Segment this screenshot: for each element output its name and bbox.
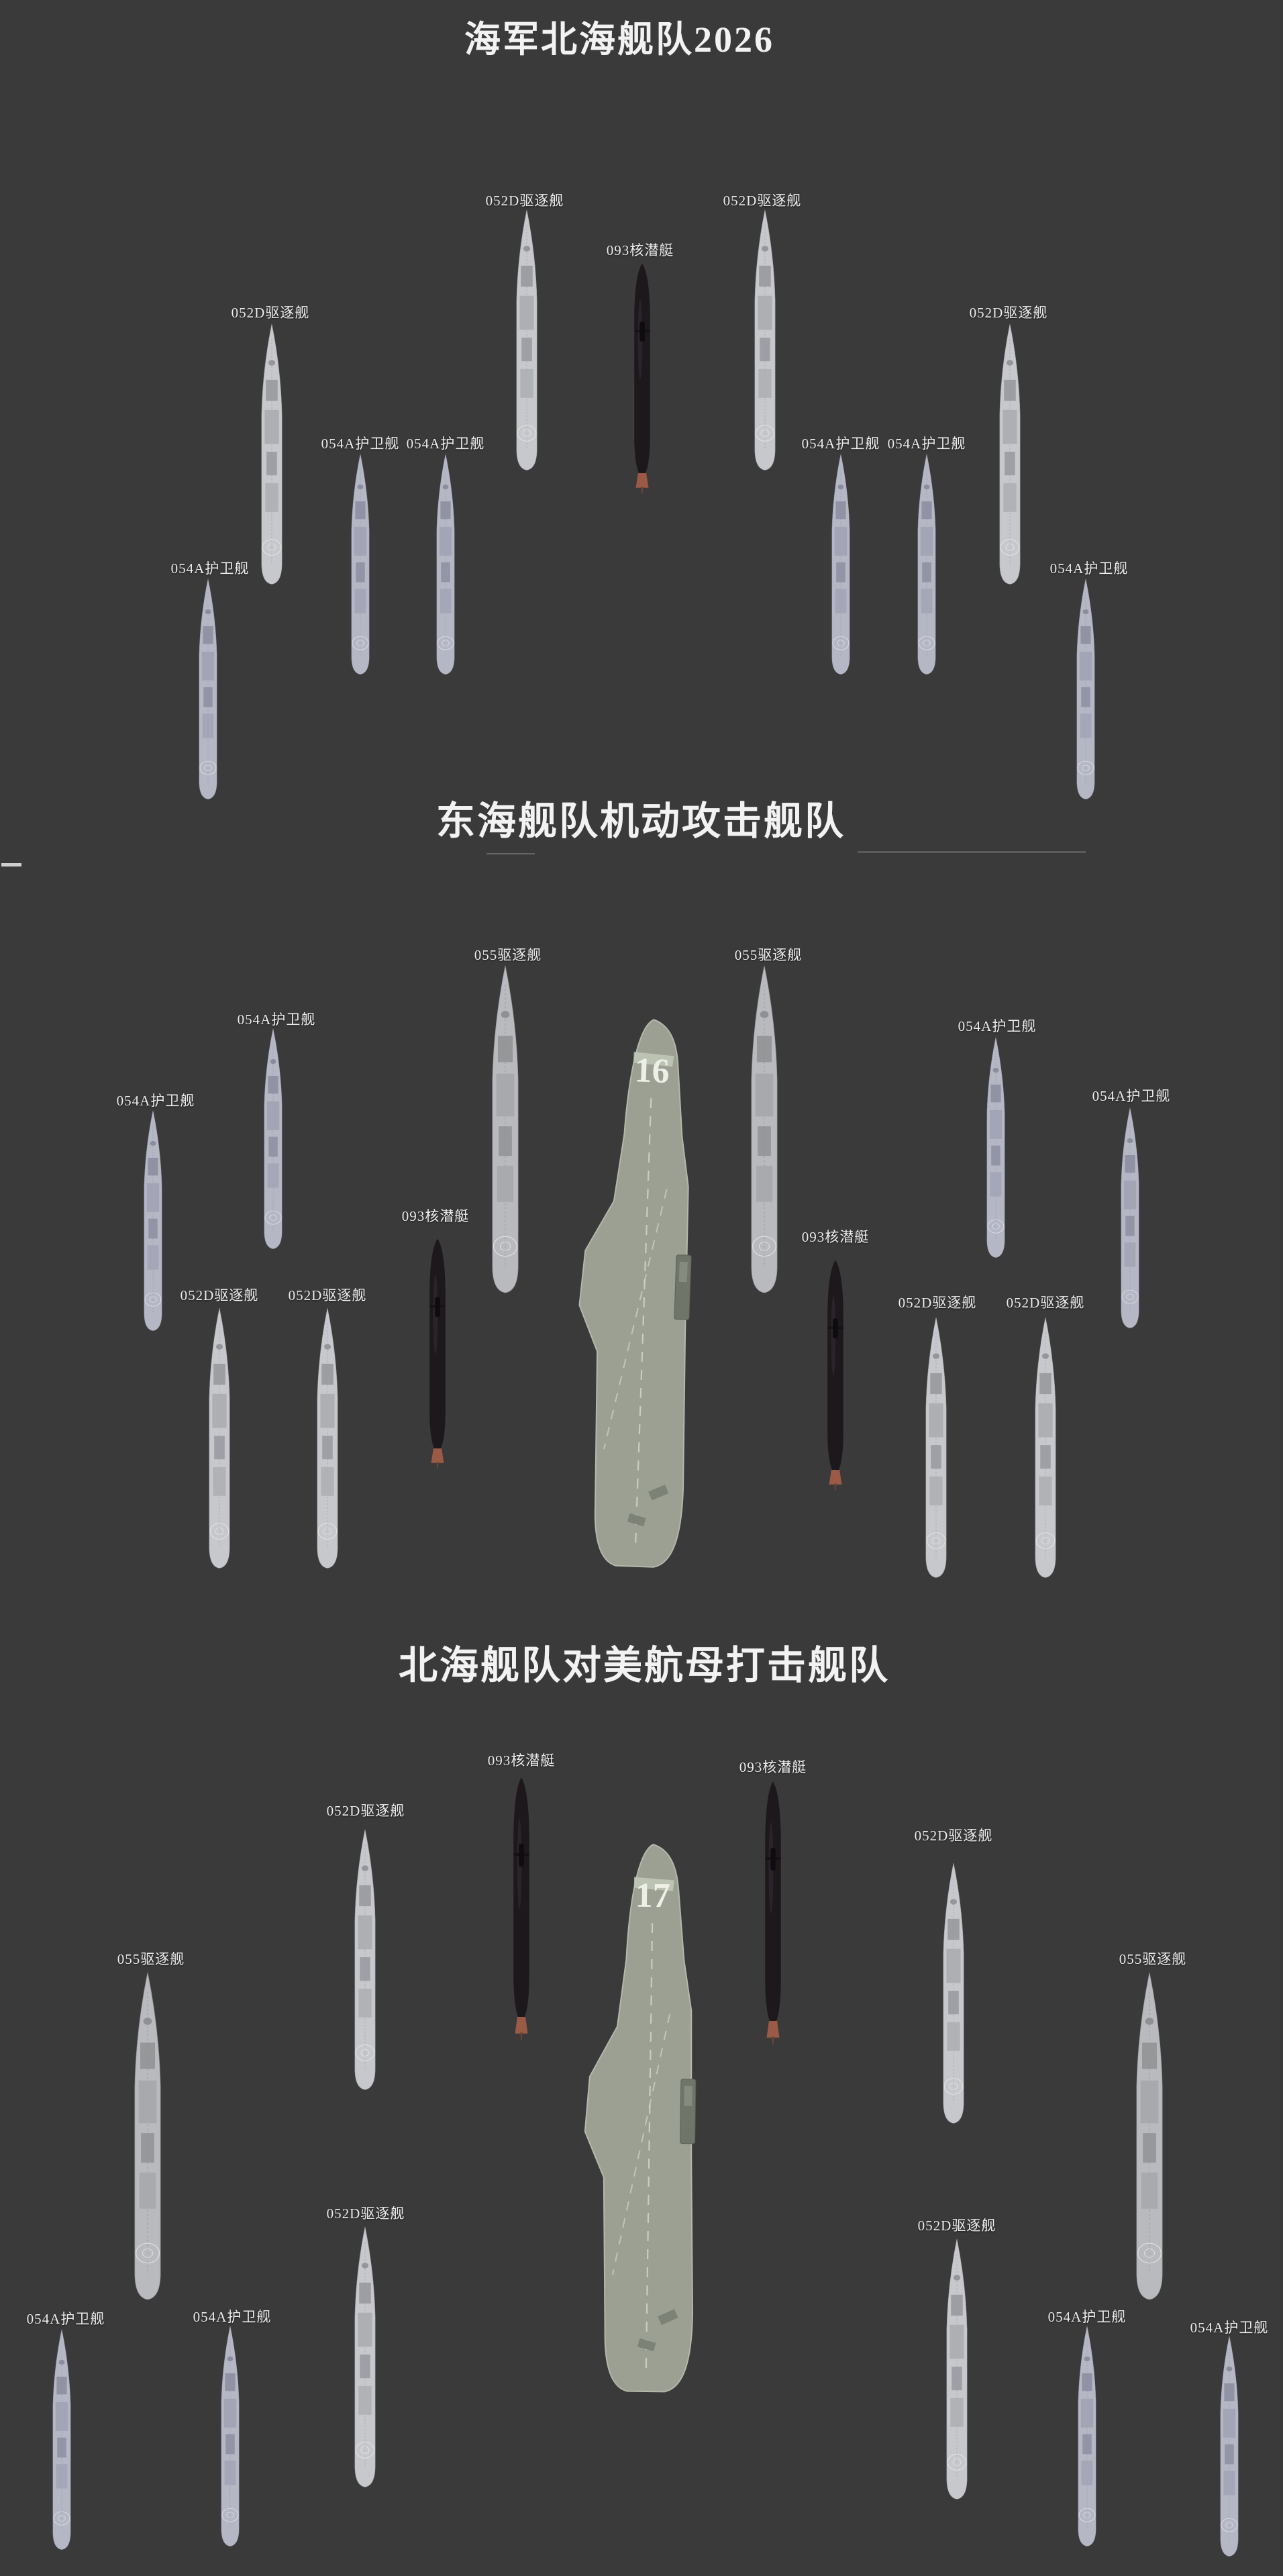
ship-054a-frigate bbox=[827, 454, 854, 675]
ship-label-052d: 052D驱逐舰 bbox=[914, 1828, 993, 1844]
ship-label-054a: 054A护卫舰 bbox=[406, 436, 485, 452]
ship-052d-destroyer bbox=[350, 2226, 380, 2488]
ship-054a-frigate bbox=[140, 1110, 166, 1332]
ship-054a-frigate bbox=[982, 1037, 1009, 1258]
ship-054a-frigate bbox=[195, 579, 221, 800]
ship-052d-destroyer bbox=[938, 1863, 969, 2124]
ship-label-052d: 052D驱逐舰 bbox=[288, 1287, 367, 1303]
ship-093-submarine bbox=[823, 1258, 848, 1493]
ship-054a-frigate bbox=[913, 454, 940, 675]
ship-label-054a: 054A护卫舰 bbox=[170, 560, 250, 577]
ship-093-submarine bbox=[629, 262, 655, 497]
ship-054a-frigate bbox=[217, 2326, 244, 2547]
ship-052d-destroyer bbox=[256, 324, 287, 585]
ship-label-054a: 054A护卫舰 bbox=[237, 1011, 316, 1028]
ship-055-destroyer bbox=[128, 1972, 167, 2301]
carrier-deck-number: 16 bbox=[634, 1051, 670, 1091]
ship-052d-destroyer bbox=[994, 324, 1025, 585]
ship-052d-destroyer bbox=[750, 209, 780, 471]
ship-label-055: 055驱逐舰 bbox=[474, 947, 542, 963]
ship-054a-frigate bbox=[1074, 2326, 1100, 2547]
ship-label-093: 093核潜艇 bbox=[606, 242, 674, 258]
ship-label-052d: 052D驱逐舰 bbox=[917, 2218, 996, 2234]
ship-054a-frigate bbox=[260, 1028, 287, 1250]
ship-label-055: 055驱逐舰 bbox=[1119, 1951, 1187, 1967]
ship-054a-frigate bbox=[1216, 2336, 1243, 2557]
ship-label-052d: 052D驱逐舰 bbox=[898, 1295, 977, 1311]
ship-052d-destroyer bbox=[1030, 1317, 1061, 1579]
ship-aircraft-carrier-17: 17 bbox=[578, 1842, 721, 2401]
ship-label-054a: 054A护卫舰 bbox=[1049, 560, 1129, 577]
ship-label-093: 093核潜艇 bbox=[739, 1759, 807, 1775]
section-3-title: 北海舰队对美航母打击舰队 bbox=[398, 1644, 890, 1687]
ship-label-054a: 054A护卫舰 bbox=[193, 2309, 272, 2325]
ship-052d-destroyer bbox=[511, 209, 542, 471]
divider-segment bbox=[1, 863, 21, 866]
ship-label-054a: 054A护卫舰 bbox=[26, 2311, 105, 2327]
ship-052d-destroyer bbox=[312, 1307, 343, 1569]
ship-label-054a: 054A护卫舰 bbox=[116, 1093, 195, 1109]
ship-label-054a: 054A护卫舰 bbox=[321, 436, 400, 452]
ship-label-054a: 054A护卫舰 bbox=[1092, 1088, 1171, 1104]
ship-label-093: 093核潜艇 bbox=[487, 1752, 556, 1769]
ship-093-submarine bbox=[760, 1779, 786, 2048]
ship-055-destroyer bbox=[1130, 1972, 1169, 2301]
ship-aircraft-carrier-16: 16 bbox=[568, 1015, 721, 1577]
ship-054a-frigate bbox=[347, 454, 374, 675]
ship-label-054a: 054A护卫舰 bbox=[887, 436, 966, 452]
ship-052d-destroyer bbox=[921, 1317, 952, 1579]
ship-label-052d: 052D驱逐舰 bbox=[1006, 1295, 1085, 1311]
ship-label-054a: 054A护卫舰 bbox=[958, 1018, 1037, 1034]
ship-052d-destroyer bbox=[350, 1829, 380, 2091]
ship-054a-frigate bbox=[1117, 1107, 1143, 1329]
ship-093-submarine bbox=[509, 1775, 534, 2044]
ship-label-052d: 052D驱逐舰 bbox=[326, 2206, 405, 2222]
ship-054a-frigate bbox=[1072, 579, 1099, 800]
ship-label-055: 055驱逐舰 bbox=[117, 1951, 185, 1967]
ship-label-054a: 054A护卫舰 bbox=[1190, 2320, 1269, 2336]
ship-label-052d: 052D驱逐舰 bbox=[326, 1803, 405, 1819]
ship-label-052d: 052D驱逐舰 bbox=[723, 193, 802, 209]
ship-052d-destroyer bbox=[941, 2238, 972, 2500]
ship-label-052d: 052D驱逐舰 bbox=[180, 1287, 259, 1303]
carrier-deck-number: 17 bbox=[635, 1877, 670, 1916]
ship-label-052d: 052D驱逐舰 bbox=[969, 305, 1048, 321]
ship-093-submarine bbox=[425, 1237, 450, 1472]
divider-segment bbox=[486, 853, 535, 854]
ship-052d-destroyer bbox=[204, 1307, 235, 1569]
ship-054a-frigate bbox=[48, 2329, 75, 2550]
ship-label-052d: 052D驱逐舰 bbox=[231, 305, 310, 321]
ship-label-052d: 052D驱逐舰 bbox=[485, 193, 564, 209]
ship-label-055: 055驱逐舰 bbox=[734, 947, 803, 963]
divider-segment bbox=[858, 851, 1086, 853]
ship-label-093: 093核潜艇 bbox=[401, 1208, 470, 1224]
ship-label-054a: 054A护卫舰 bbox=[801, 436, 880, 452]
section-1-title: 海军北海舰队2026 bbox=[464, 19, 774, 60]
ship-055-destroyer bbox=[486, 965, 525, 1294]
ship-label-054a: 054A护卫舰 bbox=[1047, 2309, 1127, 2325]
section-2-title: 东海舰队机动攻击舰队 bbox=[435, 799, 846, 843]
ship-054a-frigate bbox=[432, 454, 459, 675]
ship-label-093: 093核潜艇 bbox=[801, 1229, 870, 1245]
ship-055-destroyer bbox=[745, 965, 784, 1294]
